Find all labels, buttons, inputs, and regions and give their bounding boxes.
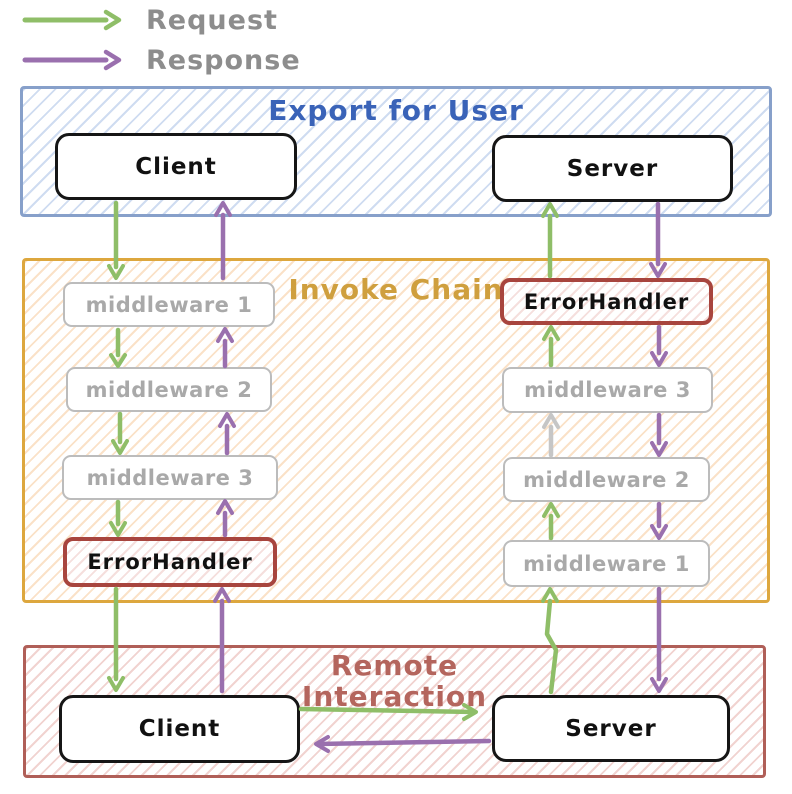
errorhandler-left-node: ErrorHandler — [63, 537, 277, 587]
server-bottom-label: Server — [565, 715, 657, 742]
client-bottom-label: Client — [138, 716, 221, 742]
server-top-node: Server — [492, 135, 733, 202]
client-top-label: Client — [135, 153, 217, 180]
errorhandler-right-node: ErrorHandler — [500, 278, 713, 325]
middleware2-right-label: middleware 2 — [523, 467, 690, 492]
errorhandler-left-label: ErrorHandler — [87, 550, 253, 574]
server-top-label: Server — [566, 155, 659, 182]
middleware2-left-node: middleware 2 — [66, 367, 272, 412]
request-arrow-icon — [22, 9, 122, 31]
client-bottom-node: Client — [59, 695, 300, 763]
middleware3-left-node: middleware 3 — [62, 455, 278, 500]
middleware1-right-label: middleware 1 — [523, 551, 690, 576]
middleware1-left-node: middleware 1 — [63, 282, 275, 327]
middleware2-right-node: middleware 2 — [503, 457, 710, 502]
invoke-group-title: Invoke Chain — [288, 273, 504, 306]
middleware2-left-label: middleware 2 — [85, 377, 253, 402]
middleware3-right-node: middleware 3 — [502, 367, 713, 413]
client-top-node: Client — [55, 133, 297, 200]
middleware3-right-label: middleware 3 — [524, 378, 691, 402]
request-arrow-glyph — [22, 9, 122, 31]
server-bottom-node: Server — [492, 695, 730, 762]
legend-request-row: Request — [22, 4, 278, 36]
remote-group-title-line1: Remote — [330, 649, 459, 682]
response-arrow-icon — [22, 49, 122, 71]
legend-response-label: Response — [146, 44, 301, 76]
middleware1-right-node: middleware 1 — [503, 540, 710, 587]
errorhandler-right-label: ErrorHandler — [523, 289, 690, 314]
middleware3-left-label: middleware 3 — [86, 465, 254, 490]
legend-request-label: Request — [146, 4, 278, 36]
legend-response-row: Response — [22, 44, 301, 76]
middleware1-left-label: middleware 1 — [85, 292, 253, 317]
export-group-title: Export for User — [268, 94, 524, 127]
response-arrow-glyph — [22, 49, 122, 71]
